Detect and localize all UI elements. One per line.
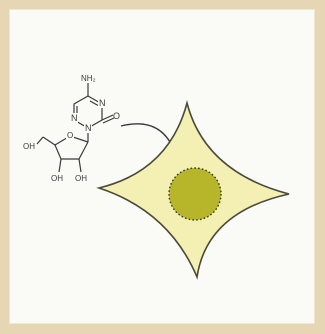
ring-o-bg	[66, 130, 74, 139]
n-left-bg	[70, 113, 78, 123]
carbonyl-bond	[101, 114, 114, 121]
cell-nucleus	[168, 167, 222, 221]
c5-oh-bond	[36, 136, 44, 145]
ring-n-bottom-label: N	[85, 123, 92, 133]
figure-panel: NH₂ N N N O O OH OH OH	[9, 9, 315, 324]
c3-oh-bond	[58, 158, 62, 173]
n-top-bg	[98, 98, 106, 108]
amine-label: NH₂	[81, 74, 96, 83]
ring-o-label: O	[67, 131, 73, 140]
carbonyl-bond-2	[102, 117, 115, 124]
c5-bond	[42, 136, 56, 146]
carbonyl-o-label: O	[113, 111, 120, 121]
n-bottom-bg	[84, 123, 92, 133]
ring-double-bond-1	[89, 100, 100, 107]
c2-oh-bond	[78, 158, 82, 173]
diagram-canvas: NH₂ N N N O O OH OH OH	[23, 72, 290, 280]
hydroxyl-3-label: OH	[51, 174, 63, 183]
amine-label-bg	[79, 72, 99, 82]
ring-n-left-label: N	[71, 113, 78, 123]
molecule-structure	[36, 83, 115, 173]
ring-n-top-label: N	[99, 98, 106, 108]
hydroxyl-5-label: OH	[23, 142, 35, 151]
hydroxyl-2-label: OH	[75, 174, 87, 183]
